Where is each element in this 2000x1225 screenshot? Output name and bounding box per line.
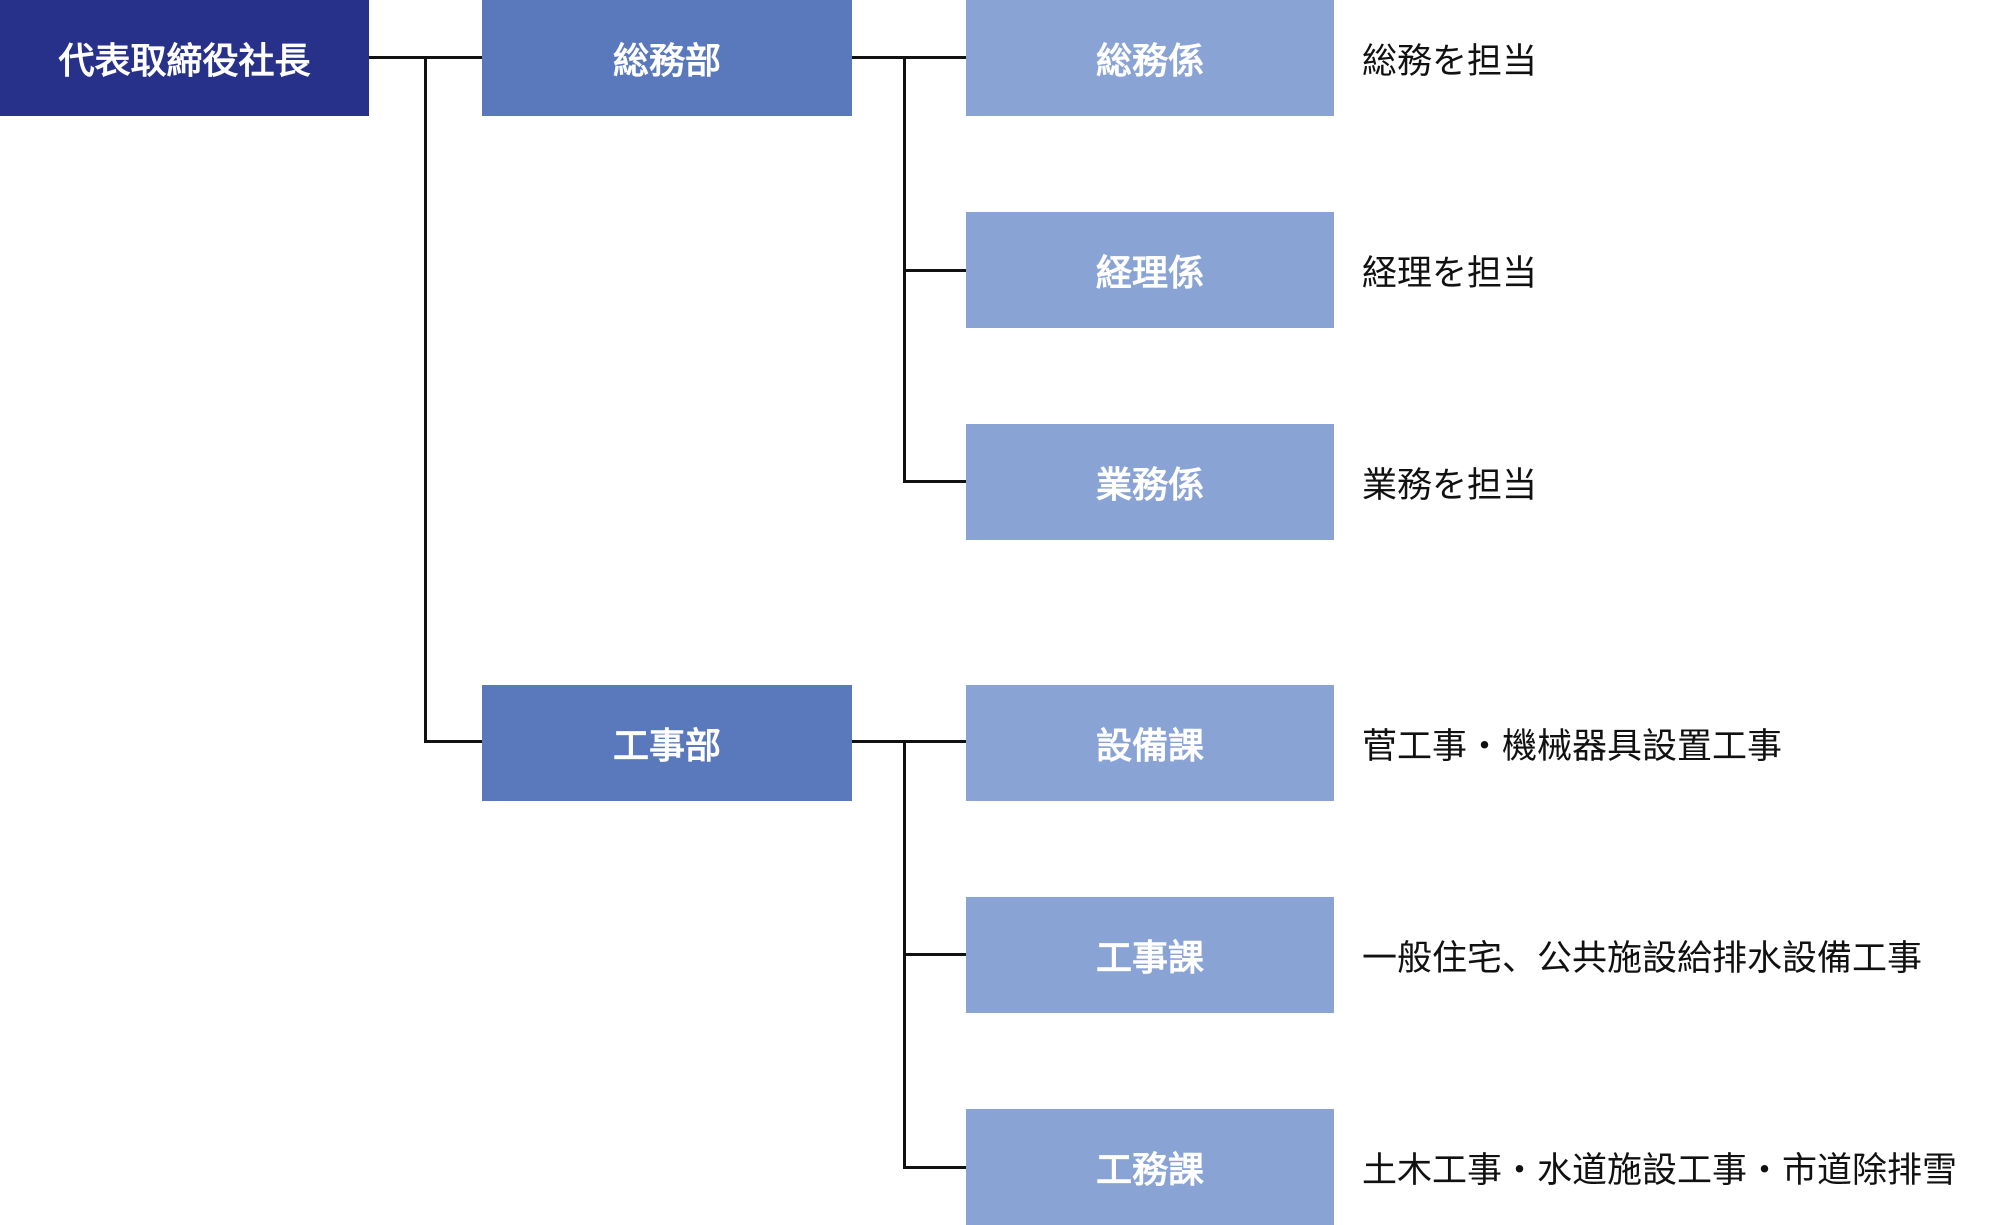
section-description: 業務を担当 (1362, 465, 1538, 506)
section-description: 土木工事・水道施設工事・市道除排雪 (1362, 1150, 1958, 1191)
section-description: 総務を担当 (1362, 41, 1538, 82)
department-box-general-affairs: 総務部 (482, 0, 852, 116)
president-box: 代表取締役社長 (0, 0, 369, 116)
section-description: 経理を担当 (1362, 253, 1538, 294)
connector-line (903, 269, 966, 272)
section-box: 工事課 (966, 897, 1334, 1013)
section-box: 経理係 (966, 212, 1334, 328)
section-description: 一般住宅、公共施設給排水設備工事 (1362, 938, 1923, 979)
connector-line (852, 56, 966, 59)
connector-line (424, 740, 482, 743)
section-box: 設備課 (966, 685, 1334, 801)
section-description: 菅工事・機械器具設置工事 (1362, 726, 1783, 767)
connector-line (903, 1166, 966, 1169)
section-box: 工務課 (966, 1109, 1334, 1225)
department-box-construction: 工事部 (482, 685, 852, 801)
section-box: 総務係 (966, 0, 1334, 116)
connector-line (852, 740, 966, 743)
connector-line (424, 56, 427, 743)
section-box: 業務係 (966, 424, 1334, 540)
connector-line (903, 480, 966, 483)
connector-line (903, 953, 966, 956)
